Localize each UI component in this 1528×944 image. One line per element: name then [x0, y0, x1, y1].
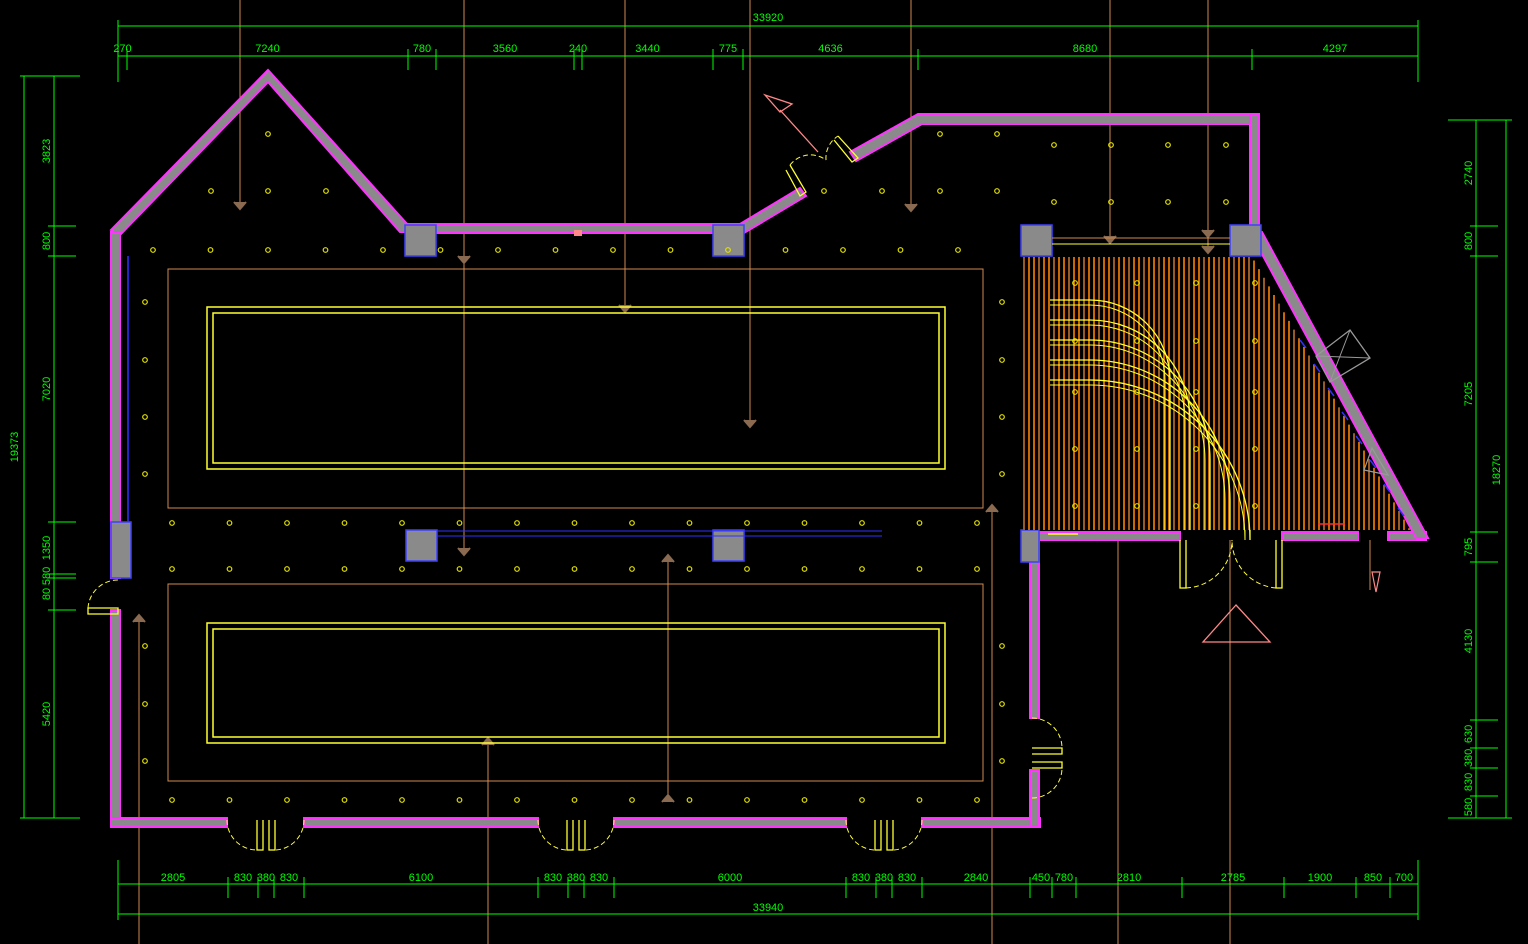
- dimension-label: 830: [590, 872, 608, 884]
- dimension-label: 380: [567, 872, 585, 884]
- dimension-label: 1350: [41, 536, 53, 560]
- entry-markers: [574, 93, 1381, 643]
- dimension-label: 580: [41, 567, 53, 585]
- pool-upper: [167, 268, 984, 509]
- dimension-label: 7020: [41, 377, 53, 401]
- dimension-label: 580: [1463, 798, 1475, 816]
- dimension-label: 4297: [1323, 43, 1347, 55]
- dimension-label: 4130: [1463, 629, 1475, 653]
- dimension-label: 830: [280, 872, 298, 884]
- dimension-label: 800: [1463, 232, 1475, 250]
- dimension-label: 3440: [635, 43, 659, 55]
- dimension-label: 7205: [1463, 382, 1475, 406]
- dimension-label: 830: [1463, 773, 1475, 791]
- dimension-label: 800: [41, 232, 53, 250]
- dimension-label: 850: [1364, 872, 1382, 884]
- wall-bottom-2: [303, 817, 539, 828]
- doors: [87, 135, 1283, 851]
- columns: [110, 224, 1262, 579]
- dimension-label: 3560: [493, 43, 517, 55]
- dim-left-total: 19373: [9, 432, 21, 463]
- blue-lines: [127, 237, 1230, 537]
- deck-area: [1023, 257, 1410, 541]
- wall-right-upper: [1249, 113, 1260, 233]
- roof-ridge-symbol: [1315, 329, 1390, 476]
- dim-top-total: 33920: [753, 12, 784, 24]
- dimension-label: 270: [113, 43, 131, 55]
- dimension-label: 7240: [255, 43, 279, 55]
- dimension-label: 780: [1055, 872, 1073, 884]
- wall-bottom-4: [921, 817, 1041, 828]
- dimension-label: 240: [569, 43, 587, 55]
- dimension-label: 780: [413, 43, 431, 55]
- ceiling-lights: [142, 131, 1258, 803]
- dimension-label: 830: [852, 872, 870, 884]
- wall-bottom-1: [110, 817, 228, 828]
- dimension-label: 380: [875, 872, 893, 884]
- dimension-bottom: 33940 2805 830 380 830 6100 830 380 830 6000 830 3…: [117, 860, 1419, 920]
- dimension-label: 380: [1463, 749, 1475, 767]
- wall-bottom-3: [613, 817, 847, 828]
- dimension-label: 2810: [1117, 872, 1141, 884]
- dimension-label: 700: [1395, 872, 1413, 884]
- wall-gable: [109, 68, 409, 238]
- dimension-label: 830: [234, 872, 252, 884]
- dimension-label: 450: [1032, 872, 1050, 884]
- wall-left-lower: [110, 609, 121, 827]
- dimension-label: 3823: [41, 139, 53, 163]
- dimension-label: 8680: [1073, 43, 1097, 55]
- dim-bottom-total: 33940: [753, 902, 784, 914]
- pool-lower: [167, 583, 984, 782]
- dimension-right: 18270 2740 800 7205 795 4130 630 380 830 580: [1448, 119, 1512, 819]
- dimension-label: 6100: [409, 872, 433, 884]
- dimension-label: 795: [1463, 538, 1475, 556]
- dimension-label: 6000: [718, 872, 742, 884]
- dimension-label: 775: [719, 43, 737, 55]
- dimension-top: 33920 270 7240 780 3560 240 3440 775 4636 8680 42…: [113, 12, 1419, 82]
- dim-right-total: 18270: [1491, 455, 1503, 486]
- dimension-label: 4636: [818, 43, 842, 55]
- dimension-label: 830: [544, 872, 562, 884]
- dimension-label: 1900: [1308, 872, 1332, 884]
- dimension-label: 830: [898, 872, 916, 884]
- exterior-walls: [109, 68, 1430, 828]
- wall-deck-bottom-2: [1281, 531, 1359, 541]
- dimension-left: 19373 3823 800 7020 1350 580 80 5420: [9, 75, 80, 819]
- dimension-label: 2805: [161, 872, 185, 884]
- dimension-label: 630: [1463, 725, 1475, 743]
- dimension-label: 2740: [1463, 161, 1475, 185]
- dimension-label: 5420: [41, 702, 53, 726]
- dimension-label: 2785: [1221, 872, 1245, 884]
- dimension-label: 80: [41, 588, 53, 600]
- dimension-label: 2840: [964, 872, 988, 884]
- wall-deck-bottom-1: [1029, 531, 1181, 541]
- dimension-label: 380: [257, 872, 275, 884]
